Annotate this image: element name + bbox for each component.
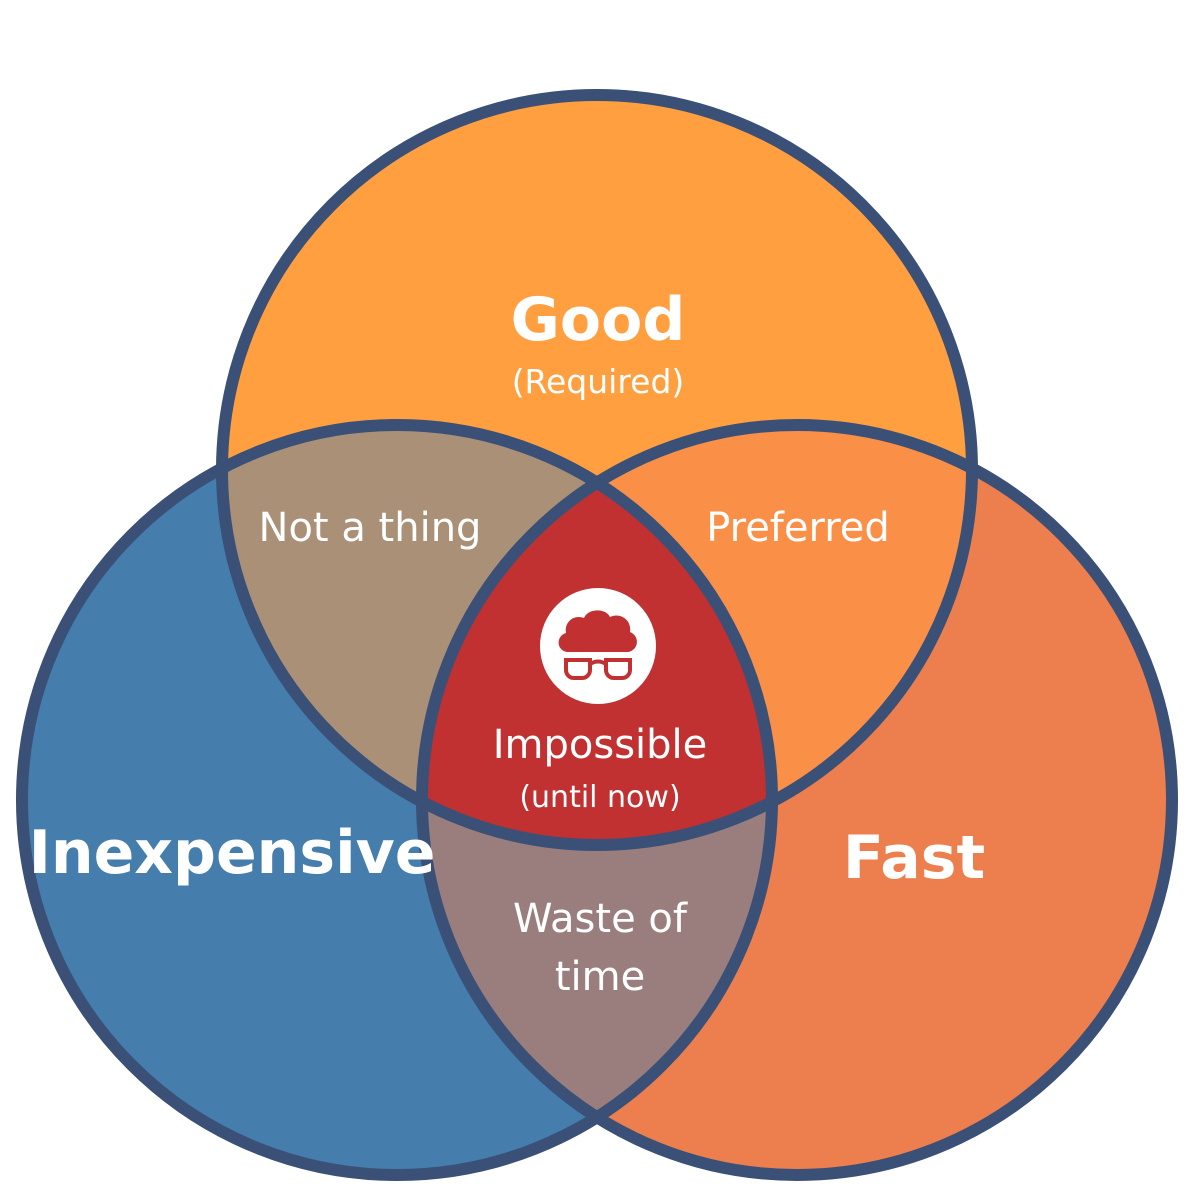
brain-glasses-icon xyxy=(540,588,656,704)
label-fast: Fast xyxy=(843,823,985,893)
label-until-now: (until now) xyxy=(519,780,680,815)
glasses-shape xyxy=(564,658,632,680)
label-inexpensive: Inexpensive xyxy=(29,818,436,888)
label-not-a-thing: Not a thing xyxy=(259,505,482,551)
brain-shape xyxy=(558,610,637,652)
outline-inexpensive xyxy=(16,419,778,1181)
label-impossible: Impossible xyxy=(493,722,708,768)
label-good-subtitle: (Required) xyxy=(512,362,685,401)
label-preferred: Preferred xyxy=(706,505,890,551)
outline-fast xyxy=(416,419,1178,1181)
label-good: Good xyxy=(511,285,686,355)
label-time: time xyxy=(555,954,645,1000)
label-waste-of: Waste of xyxy=(513,896,688,942)
